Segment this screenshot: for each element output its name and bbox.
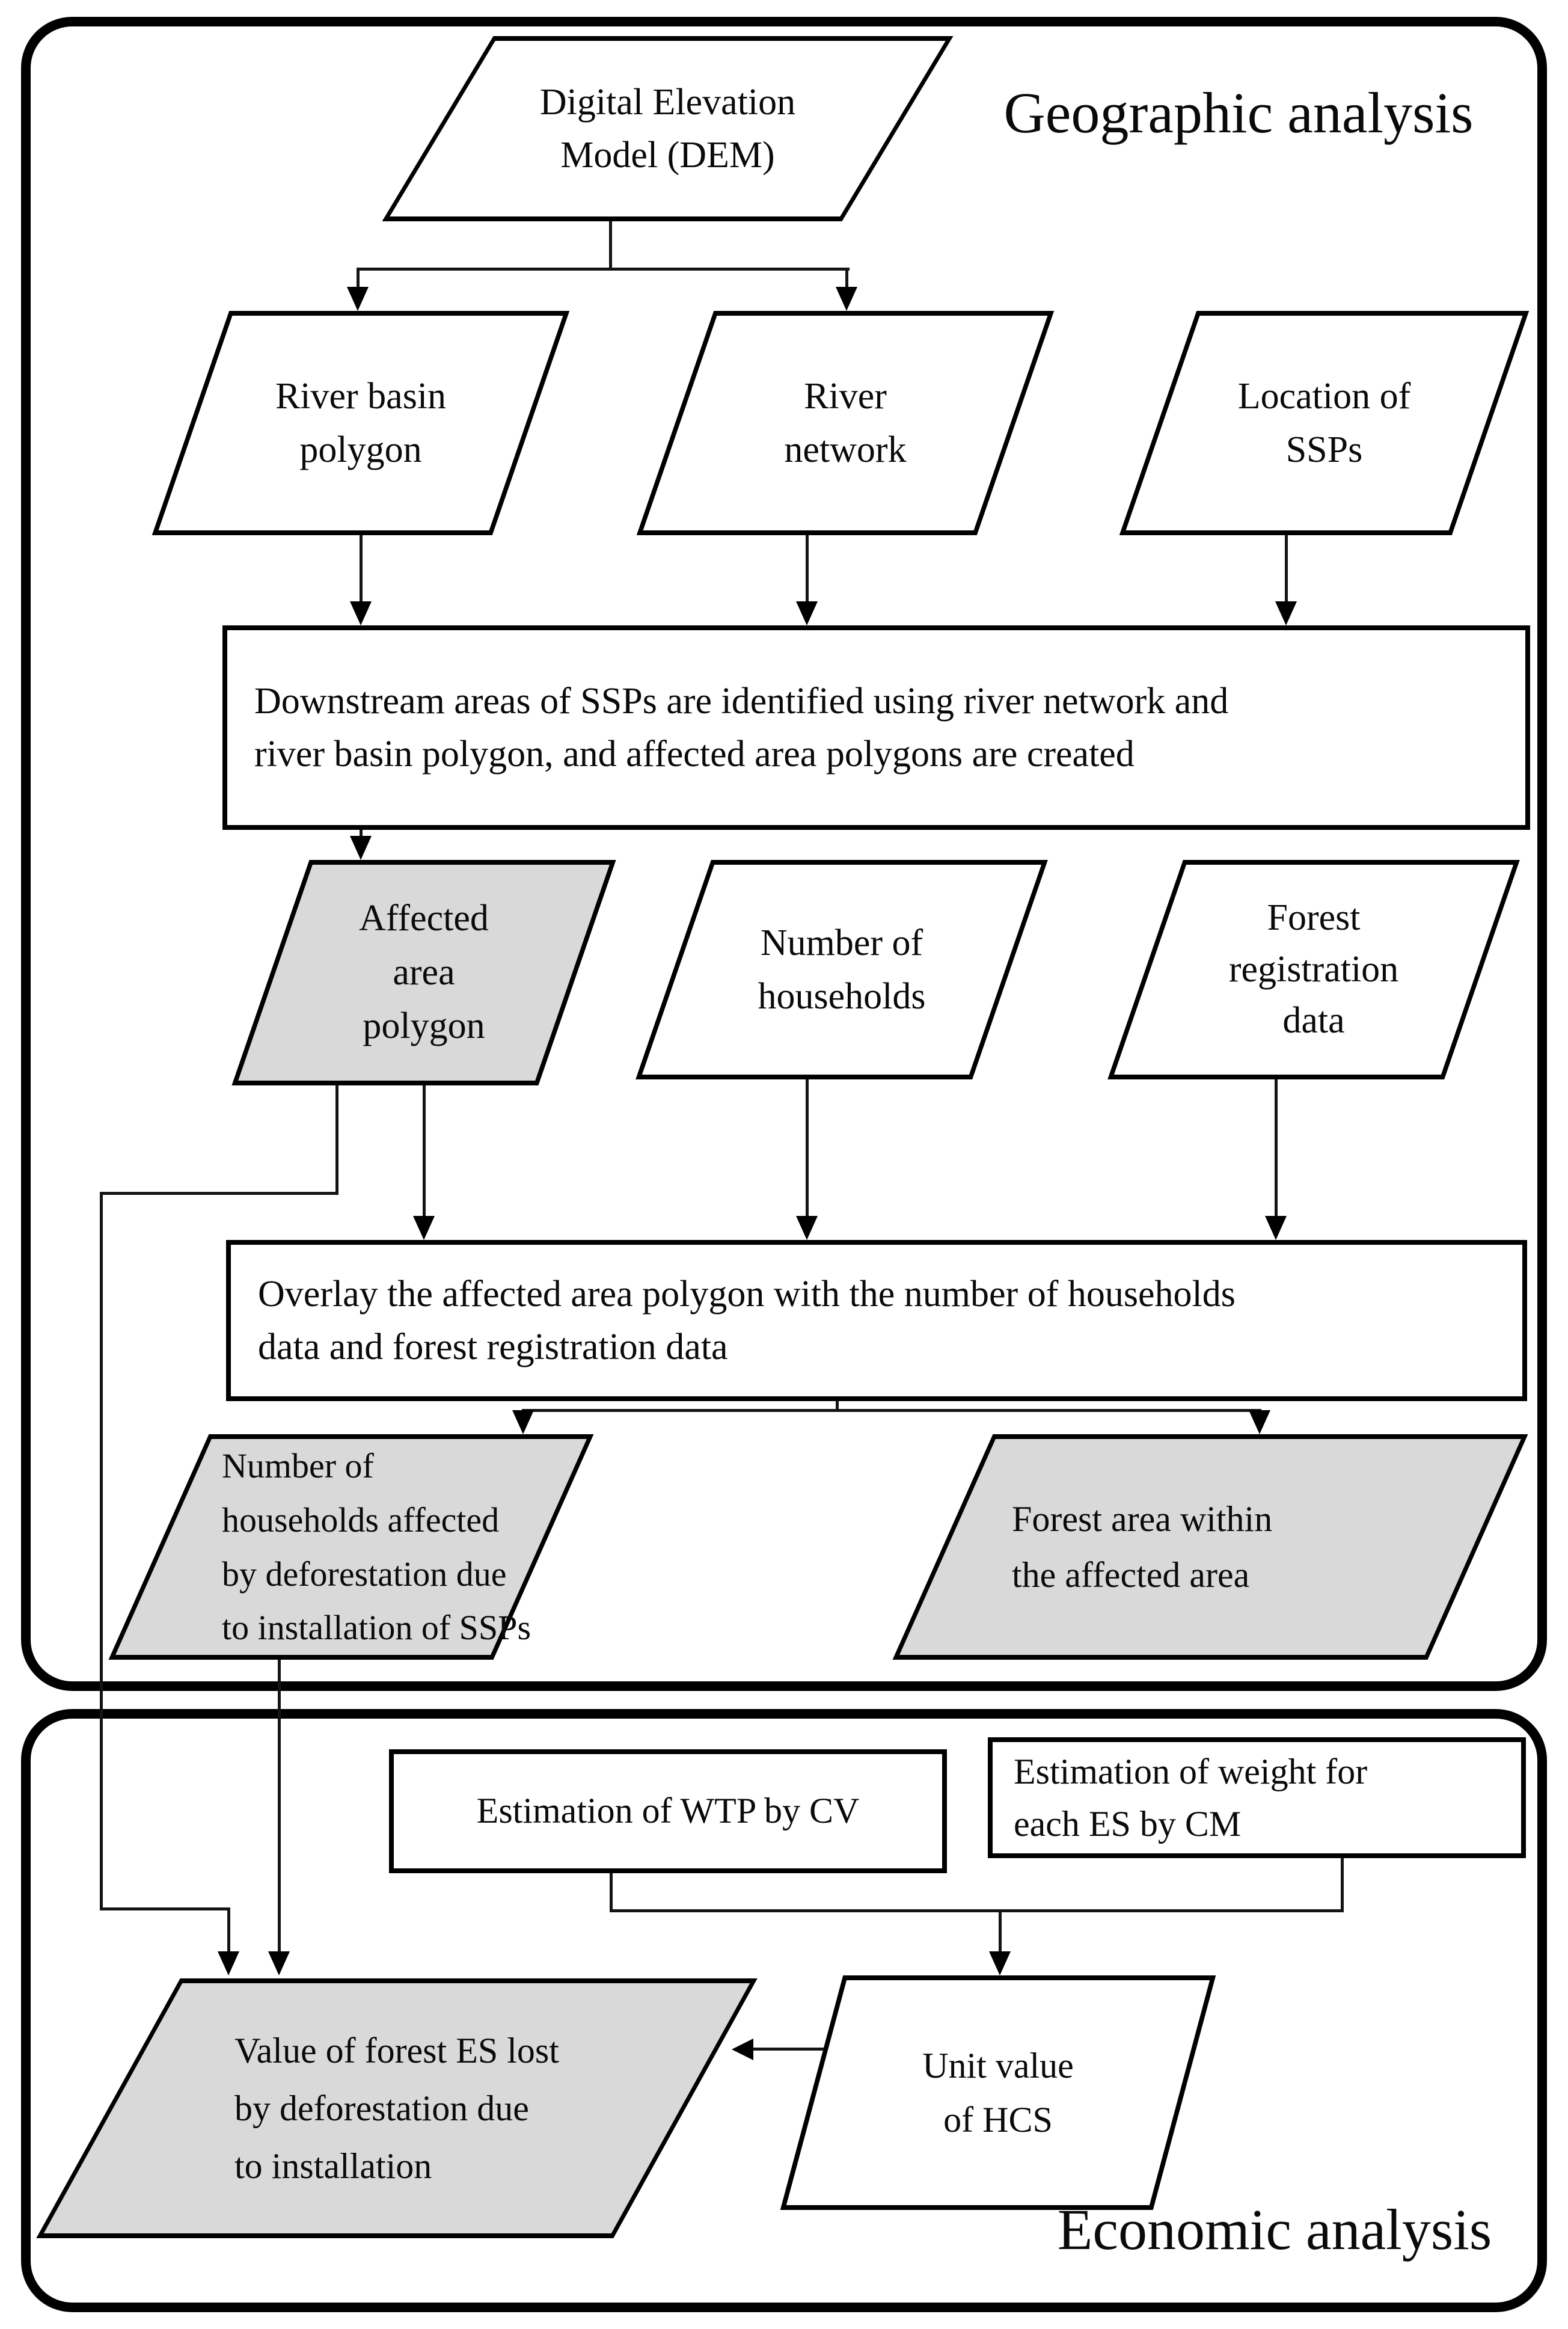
connector-householdsaffected-to-value [278, 1660, 281, 1953]
es-weight-label: Estimation of weight for each ES by CM [1014, 1751, 1368, 1844]
downstream-process-label: Downstream areas of SSPs are identified … [254, 680, 1229, 775]
connector-esweight-stem [1341, 1858, 1344, 1911]
connector-households-to-overlay [806, 1079, 809, 1217]
node-forest-registration-data: Forest registration data [1107, 860, 1520, 1079]
households-affected-label: Number of households affected by defores… [222, 1446, 531, 1648]
arrowhead-households-overlay [796, 1216, 818, 1240]
connector-forestreg-to-overlay [1275, 1079, 1278, 1217]
node-location-of-ssps: Location of SSPs [1119, 311, 1530, 535]
arrowhead-householdsaffected-value [268, 1951, 290, 1975]
arrowhead-to-riverbasin [347, 287, 369, 311]
arrowhead-riverbasin-downstream [350, 601, 372, 625]
forest-area-label: Forest area within the affected area [1012, 1499, 1273, 1595]
arrowhead-unitvalue-value [732, 2039, 753, 2060]
arrowhead-overlay-forest-area [1249, 1410, 1270, 1434]
arrowhead-overlay-households-affected [512, 1410, 534, 1434]
node-value-forest-es-lost: Value of forest ES lost by deforestation… [36, 1978, 758, 2238]
node-unit-value-hcs: Unit value of HCS [780, 1975, 1216, 2210]
connector-unitvalue-to-value [753, 2048, 824, 2051]
connector-affected-to-value [227, 1907, 230, 1953]
connector-downstream-to-affected [360, 830, 363, 838]
connector-merge-horizontal [610, 1909, 1344, 1912]
node-forest-area-within: Forest area within the affected area [892, 1434, 1528, 1660]
unit-value-label: Unit value of HCS [922, 2046, 1074, 2140]
node-wtp-estimation: Estimation of WTP by CV [389, 1749, 947, 1873]
connector-overlay-stem [836, 1401, 839, 1412]
arrowhead-ssps-downstream [1275, 601, 1297, 625]
node-downstream-process: Downstream areas of SSPs are identified … [222, 625, 1530, 830]
connector-dem-to-riverbasin [357, 268, 360, 289]
node-digital-elevation-model: Digital Elevation Model (DEM) [382, 36, 954, 221]
connector-affected-bottom-horizontal [100, 1907, 230, 1910]
ssp-location-label: Location of SSPs [1237, 376, 1411, 470]
river-basin-label: River basin polygon [275, 376, 447, 470]
households-label: Number of households [758, 922, 926, 1017]
affected-area-label: Affected area polygon [359, 897, 489, 1047]
node-river-network: River network [636, 311, 1055, 535]
node-affected-area-polygon: Affected area polygon [231, 860, 616, 1085]
connector-affected-long-vertical [100, 1192, 103, 1909]
connector-riverbasin-to-downstream [360, 535, 363, 603]
arrowhead-affected-overlay [413, 1216, 435, 1240]
arrowhead-merge-unitvalue [989, 1951, 1011, 1975]
arrowhead-rivernetwork-downstream [796, 601, 818, 625]
connector-ssps-to-downstream [1285, 535, 1288, 603]
connector-affected-to-overlay [423, 1085, 426, 1217]
connector-merge-to-unitvalue [999, 1909, 1002, 1953]
connector-dem-to-rivernetwork [845, 268, 848, 289]
river-network-label: River network [784, 376, 907, 470]
value-lost-label: Value of forest ES lost by deforestation… [234, 2031, 559, 2186]
overlay-process-label: Overlay the affected area polygon with t… [258, 1273, 1236, 1367]
economic-analysis-panel [21, 1709, 1547, 2312]
wtp-label: Estimation of WTP by CV [476, 1791, 860, 1831]
arrowhead-downstream-affected [350, 836, 372, 860]
node-overlay-process: Overlay the affected area polygon with t… [226, 1240, 1527, 1401]
node-es-weight-estimation: Estimation of weight for each ES by CM [988, 1737, 1526, 1858]
node-river-basin-polygon: River basin polygon [152, 311, 570, 535]
connector-dem-stem [609, 221, 612, 269]
forest-registration-label: Forest registration data [1228, 897, 1399, 1042]
arrowhead-affected-value [218, 1951, 239, 1975]
arrowhead-to-rivernetwork [836, 287, 857, 311]
connector-affected-left-horizontal [100, 1192, 338, 1195]
connector-affected-left-stub [335, 1085, 338, 1194]
arrowhead-forestreg-overlay [1265, 1216, 1287, 1240]
node-number-of-households: Number of households [635, 860, 1048, 1079]
node-households-affected: Number of households affected by defores… [108, 1434, 594, 1660]
connector-dem-split [357, 268, 850, 271]
dem-label: Digital Elevation Model (DEM) [539, 81, 796, 176]
connector-overlay-split [522, 1409, 1261, 1412]
connector-rivernetwork-to-downstream [806, 535, 809, 603]
connector-wtp-stem [610, 1873, 613, 1911]
geographic-analysis-title: Geographic analysis [1003, 81, 1474, 145]
geographic-analysis-panel [21, 17, 1547, 1691]
